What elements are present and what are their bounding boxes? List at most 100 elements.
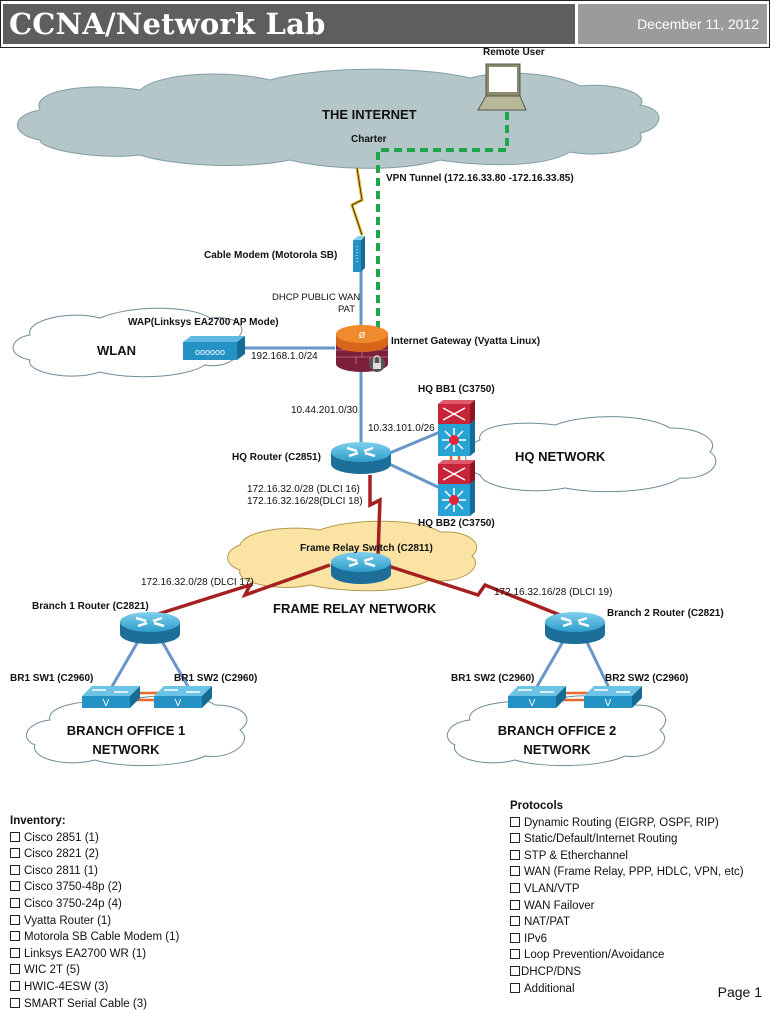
checkbox[interactable] xyxy=(10,914,20,925)
checkbox[interactable] xyxy=(510,916,520,927)
checkbox[interactable] xyxy=(10,947,20,958)
inventory-item[interactable]: HWIC-4ESW (3) xyxy=(10,979,179,996)
inventory-item[interactable]: Linksys EA2700 WR (1) xyxy=(10,946,179,963)
protocol-item[interactable]: WAN (Frame Relay, PPP, HDLC, VPN, etc) xyxy=(510,864,744,881)
checkbox[interactable] xyxy=(10,964,20,975)
checkbox[interactable] xyxy=(10,897,20,908)
page-date: December 11, 2012 xyxy=(578,4,767,44)
gw-hq-subnet-label: 10.44.201.0/30 xyxy=(291,405,358,416)
firewall-gateway-icon: ø xyxy=(336,325,388,372)
protocol-item[interactable]: WAN Failover xyxy=(510,898,744,915)
branch1-router-icon xyxy=(118,610,182,646)
checkbox[interactable] xyxy=(10,931,20,942)
protocol-item[interactable]: VLAN/VTP xyxy=(510,881,744,898)
inventory-item[interactable]: WIC 2T (5) xyxy=(10,962,179,979)
protocol-item[interactable]: IPv6 xyxy=(510,931,744,948)
checkbox[interactable] xyxy=(10,980,20,991)
hq-fr-dlci18-label: 172.16.32.16/28(DLCI 18) xyxy=(247,496,363,507)
hqrouter-bb1-link xyxy=(384,430,441,457)
branch1-network-line1: BRANCH OFFICE 1 xyxy=(66,723,186,738)
inventory-item[interactable]: Cisco 2821 (2) xyxy=(10,846,179,863)
br2-sw2-icon xyxy=(583,685,643,710)
frame-relay-network-label: FRAME RELAY NETWORK xyxy=(273,601,437,616)
protocol-item[interactable]: STP & Etherchannel xyxy=(510,848,744,865)
br1-sw1-link xyxy=(108,637,142,691)
svg-text:oooooo: oooooo xyxy=(195,347,225,357)
laptop-icon xyxy=(477,63,527,111)
network-diagram: V xyxy=(12,63,717,767)
svg-text:ø: ø xyxy=(359,328,366,341)
inventory-item[interactable]: Cisco 3750-24p (4) xyxy=(10,896,179,913)
hq-fr-serial xyxy=(368,475,382,556)
br1-sw2-label: BR1 SW2 (C2960) xyxy=(174,673,258,684)
br1-sw2-icon xyxy=(153,685,213,710)
checkbox[interactable] xyxy=(10,997,20,1008)
inventory-item[interactable]: SMART Serial Cable (3) xyxy=(10,996,179,1013)
wan-dhcp-label: DHCP PUBLIC WAN xyxy=(272,292,361,303)
hq-router-icon xyxy=(329,440,393,476)
checkbox[interactable] xyxy=(10,831,20,842)
hqrouter-bb2-link xyxy=(384,460,441,490)
protocols-list: Protocols Dynamic Routing (EIGRP, OSPF, … xyxy=(510,798,744,997)
isp-lightning-link xyxy=(350,167,364,236)
checkbox[interactable] xyxy=(510,899,520,910)
hq-bb2-switch-icon xyxy=(437,459,476,517)
br2-fr-serial xyxy=(384,563,561,617)
checkbox[interactable] xyxy=(10,864,20,875)
wlan-subnet-label: 192.168.1.0/24 xyxy=(251,351,318,362)
protocol-item[interactable]: Loop Prevention/Avoidance xyxy=(510,947,744,964)
checkbox[interactable] xyxy=(510,932,520,943)
inventory-item[interactable]: Motorola SB Cable Modem (1) xyxy=(10,929,179,946)
cable-modem-icon xyxy=(353,236,365,272)
branch1-network-label: BRANCH OFFICE 1 NETWORK xyxy=(66,721,186,759)
checkbox[interactable] xyxy=(510,866,520,877)
wan-pat-label: PAT xyxy=(338,304,356,315)
br2-sw2-label: BR2 SW2 (C2960) xyxy=(605,673,689,684)
branch2-router-icon xyxy=(543,610,607,646)
checkbox[interactable] xyxy=(10,848,20,859)
inventory-heading: Inventory: xyxy=(10,815,66,827)
wap-label: WAP(Linksys EA2700 AP Mode) xyxy=(128,317,279,328)
inventory-item[interactable]: Vyatta Router (1) xyxy=(10,913,179,930)
protocol-item[interactable]: DHCP/DNS xyxy=(510,964,744,981)
internet-cloud-label: THE INTERNET xyxy=(322,107,417,122)
checkbox[interactable] xyxy=(510,965,520,976)
hq-network-label: HQ NETWORK xyxy=(515,449,606,464)
checkbox[interactable] xyxy=(10,881,20,892)
hq-router-label: HQ Router (C2851) xyxy=(232,452,321,463)
checkbox[interactable] xyxy=(510,816,520,827)
protocol-item[interactable]: NAT/PAT xyxy=(510,914,744,931)
protocol-item[interactable]: Static/Default/Internet Routing xyxy=(510,831,744,848)
inventory-item[interactable]: Cisco 2851 (1) xyxy=(10,830,179,847)
br2-fr-subnet-label: 172.16.32.16/28 (DLCI 19) xyxy=(494,587,613,598)
br1-sw1-label: BR1 SW1 (C2960) xyxy=(10,673,94,684)
branch2-network-label: BRANCH OFFICE 2 NETWORK xyxy=(497,721,617,759)
br2-sw2-link xyxy=(583,637,612,691)
page-header: CCNA/Network Lab December 11, 2012 xyxy=(0,0,770,48)
protocol-item[interactable]: Dynamic Routing (EIGRP, OSPF, RIP) xyxy=(510,815,744,832)
inventory-list: Inventory: Cisco 2851 (1) Cisco 2821 (2)… xyxy=(10,813,179,1012)
hq-core-subnet-label: 10.33.101.0/26 xyxy=(368,423,435,434)
branch2-network-line1: BRANCH OFFICE 2 xyxy=(497,723,617,738)
fr-switch-label: Frame Relay Switch (C2811) xyxy=(300,543,433,554)
cable-modem-label: Cable Modem (Motorola SB) xyxy=(204,250,338,261)
inventory-item[interactable]: Cisco 3750-48p (2) xyxy=(10,879,179,896)
wlan-cloud-label: WLAN xyxy=(97,343,136,358)
gateway-label: Internet Gateway (Vyatta Linux) xyxy=(391,336,541,347)
vpn-tunnel-label: VPN Tunnel (172.16.33.80 -172.16.33.85) xyxy=(386,173,574,184)
hq-bb1-switch-icon xyxy=(437,399,476,457)
checkbox[interactable] xyxy=(510,982,520,993)
inventory-item[interactable]: Cisco 2811 (1) xyxy=(10,863,179,880)
protocol-item[interactable]: Additional xyxy=(510,981,744,998)
page-number: Page 1 xyxy=(717,984,762,1000)
branch2-network-line2: NETWORK xyxy=(523,742,591,757)
checkbox[interactable] xyxy=(510,833,520,844)
br2-sw1-label: BR1 SW2 (C2960) xyxy=(451,673,535,684)
checkbox[interactable] xyxy=(510,882,520,893)
br1-fr-serial xyxy=(154,563,331,617)
checkbox[interactable] xyxy=(510,849,520,860)
br1-sw1-icon xyxy=(81,685,141,710)
vpn-tunnel-line xyxy=(376,112,509,332)
page-title: CCNA/Network Lab xyxy=(3,4,575,44)
checkbox[interactable] xyxy=(510,949,520,960)
